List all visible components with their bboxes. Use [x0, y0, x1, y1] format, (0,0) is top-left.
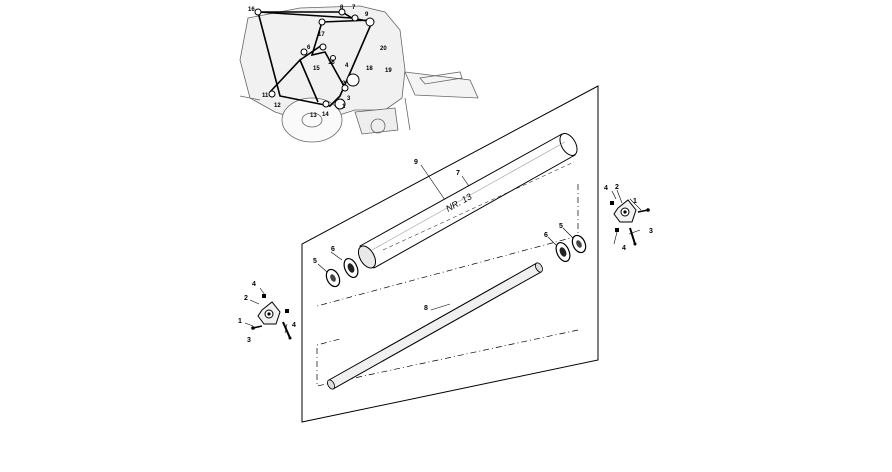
nut-right-bottom: [615, 228, 619, 232]
callout-screw-right: 3: [649, 228, 653, 235]
callout-bearing-left-inner: 6: [331, 246, 335, 253]
inset-callout: 17: [318, 32, 325, 38]
inset-callout: 1: [342, 104, 346, 110]
inset-callout: 16: [328, 60, 335, 66]
callout-nut-left-top: 4: [252, 281, 256, 288]
callout-nut-right-top: 4: [604, 185, 608, 192]
nut-right-top: [610, 201, 614, 205]
baler-overview-inset: [239, 5, 479, 143]
inset-callout: 19: [385, 68, 392, 74]
inset-callout: 13: [310, 113, 317, 119]
inset-callout: 18: [366, 66, 373, 72]
bolt-left: [251, 325, 263, 330]
roller-tube: [357, 133, 578, 269]
inset-front-rod: [239, 95, 261, 101]
bearing-left-outer: [325, 268, 341, 288]
callout-bolt-right: 1: [633, 198, 637, 205]
inset-callout: 14: [322, 112, 329, 118]
bearing-right-inner: [555, 241, 571, 263]
inset-callout: 2: [342, 81, 346, 87]
roller-core-axis: [382, 161, 575, 251]
bolt-right: [637, 208, 650, 213]
pickup-wheel: [370, 118, 386, 134]
inset-callout: 12: [274, 103, 281, 109]
roller-tube-end-left: [357, 245, 377, 269]
inset-side-rod: [404, 97, 411, 131]
roller-tube-end-right: [559, 133, 578, 156]
inset-rollers: [254, 8, 375, 110]
inset-callout: 20: [380, 46, 387, 52]
bearing-right-outer: [571, 234, 587, 254]
belt-path: [257, 11, 374, 107]
baler-drawbar: [404, 71, 479, 99]
callout-flange-left: 2: [244, 295, 248, 302]
callout-bearing-left-outer: 5: [313, 258, 317, 265]
inset-callout: 15: [313, 66, 320, 72]
inset-callout: 8: [340, 5, 344, 11]
callout-bearing-right-inner: 6: [544, 232, 548, 239]
baler-wheel: [281, 97, 343, 143]
callout-shaft: 8: [424, 305, 428, 312]
flange-right: [613, 199, 637, 223]
inset-callout: 4: [345, 63, 349, 69]
roller-shaft: [326, 262, 544, 390]
screw-left: [282, 321, 292, 340]
inset-callout: 3: [347, 96, 351, 102]
inset-callout: 11: [262, 93, 269, 99]
inset-callouts: 16 8 7 9 17 6 15 16 20 18 19 4 2 3 1 11 …: [248, 5, 392, 119]
nut-left-top: [262, 294, 266, 298]
callout-roller-tube: 9: [414, 159, 418, 166]
baler-hitch: [419, 71, 463, 85]
flange-left: [257, 301, 281, 325]
callout-bearing-right-outer: 5: [559, 223, 563, 230]
callout-roller-core: 7: [456, 170, 460, 177]
inset-callout: 9: [365, 12, 369, 18]
inset-callout: 7: [352, 5, 356, 11]
inset-callout: 6: [307, 45, 311, 51]
baler-wheel-hub: [301, 112, 323, 128]
callout-screw-left: 3: [247, 337, 251, 344]
baler-pickup: [354, 107, 399, 135]
bearing-left-inner: [343, 257, 359, 279]
callout-nut-left-bottom: 4: [292, 322, 296, 329]
inset-callout: 16: [248, 7, 255, 13]
exploded-callouts: 9 7 8 6 5 6 5 2 1 3 4 4 2 1 3 4 4: [238, 159, 653, 344]
callout-flange-right: 2: [615, 184, 619, 191]
callout-nut-right-bottom: 4: [622, 245, 626, 252]
nut-left-bottom: [285, 309, 289, 313]
callout-bolt-left: 1: [238, 318, 242, 325]
screw-right: [629, 227, 637, 246]
